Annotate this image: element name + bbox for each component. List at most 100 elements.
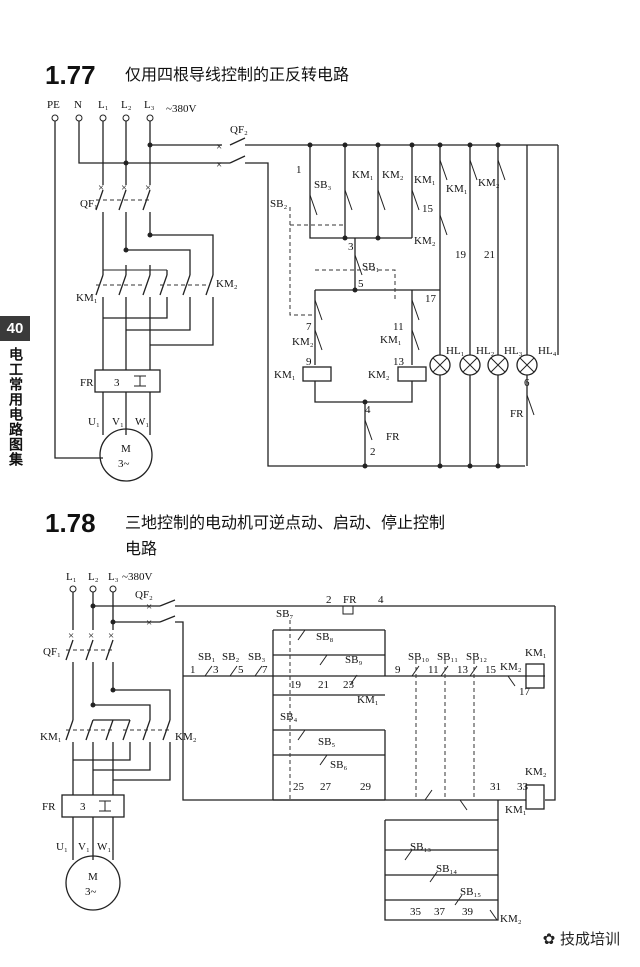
label-sb3: SB₃ xyxy=(314,179,331,191)
node-4-178: 4 xyxy=(378,594,384,606)
page-side-tab: 40 电工常用电路图集 xyxy=(0,316,30,467)
label-fr-main: FR xyxy=(80,377,94,389)
svg-text:×: × xyxy=(108,630,114,642)
label-l2: L₂ xyxy=(121,99,132,111)
label-sb2-178: SB₂ xyxy=(222,651,239,663)
node-21-178: 21 xyxy=(318,679,329,691)
coil-km2-178 xyxy=(525,784,545,810)
svg-text:×: × xyxy=(216,159,222,171)
label-v1-178: V₁ xyxy=(78,841,90,853)
label-sb13-178: SB₁₃ xyxy=(410,841,431,853)
label-l2-178: L₂ xyxy=(88,571,99,583)
motor-label-178: M xyxy=(88,871,98,883)
node-11-178: 11 xyxy=(428,664,439,676)
node-3: 3 xyxy=(348,241,354,253)
section-177-title: 仅用四根导线控制的正反转电路 xyxy=(125,65,349,84)
label-sb3-178: SB₃ xyxy=(248,651,265,663)
node-23-178: 23 xyxy=(343,679,355,691)
label-sb7-178: SB₇ xyxy=(276,608,293,620)
label-fr-ctrl-178: FR xyxy=(343,594,357,606)
label-fr-ctrl: FR xyxy=(386,431,400,443)
label-km1-main: KM₁ xyxy=(76,292,98,304)
coil-km1-178 xyxy=(525,663,545,689)
label-km2-main: KM₂ xyxy=(216,278,238,290)
node-31-178: 31 xyxy=(490,781,501,793)
svg-text:×: × xyxy=(121,182,127,194)
label-sb10-178: SB₁₀ xyxy=(408,651,429,663)
label-km1-hl: KM₁ xyxy=(414,174,436,186)
node-19: 19 xyxy=(455,249,467,261)
label-km1-coil: KM₁ xyxy=(274,369,296,381)
circuit-177-control: QF₂ ×× 1 SB₃ SB₂ KM₁ KM₂ 3 SB₁ 5 7 11 KM… xyxy=(216,124,559,469)
node-9-178: 9 xyxy=(395,664,401,676)
node-5: 5 xyxy=(358,278,364,290)
label-l1: L₁ xyxy=(98,99,109,111)
node-9: 9 xyxy=(306,356,312,368)
label-sb12-178: SB₁₂ xyxy=(466,651,487,663)
label-km1-hl2: KM₁ xyxy=(446,183,468,195)
coil-km2 xyxy=(397,366,427,382)
section-178-title-line2: 电路 xyxy=(125,539,157,558)
label-v1: V₁ xyxy=(112,416,124,428)
label-l1-178: L₁ xyxy=(66,571,77,583)
section-178-number: 1.78 xyxy=(45,508,96,538)
label-fr-hl: FR xyxy=(510,408,524,420)
coil-km1 xyxy=(302,366,332,382)
node-37-178: 37 xyxy=(434,906,446,918)
page-number: 40 xyxy=(0,316,30,341)
node-13-178: 13 xyxy=(457,664,469,676)
motor-type-178: 3~ xyxy=(85,886,97,898)
label-w1: W₁ xyxy=(135,416,149,428)
node-7-178: 7 xyxy=(262,664,268,676)
label-km2-coil-178: KM₂ xyxy=(525,766,547,778)
label-hl4: HL₄ xyxy=(538,345,557,357)
label-w1-178: W₁ xyxy=(97,841,111,853)
label-sb11-178: SB₁₁ xyxy=(437,651,458,663)
svg-text:×: × xyxy=(88,630,94,642)
motor-178 xyxy=(65,855,121,911)
label-hl3: HL₃ xyxy=(504,345,523,357)
label-km1-coil-178: KM₁ xyxy=(525,647,547,659)
node-19-178: 19 xyxy=(290,679,302,691)
label-fr-178: FR xyxy=(42,801,56,813)
node-4: 4 xyxy=(365,404,371,416)
label-qf2: QF₂ xyxy=(230,124,248,136)
label-pe: PE xyxy=(47,99,60,111)
wechat-icon: ✿ xyxy=(542,930,560,948)
node-1: 1 xyxy=(296,164,302,176)
label-sb5-178: SB₅ xyxy=(318,736,335,748)
label-n: N xyxy=(74,99,82,111)
node-27-178: 27 xyxy=(320,781,332,793)
node-17-178: 17 xyxy=(519,686,531,698)
label-km2-178: KM₂ xyxy=(175,731,197,743)
node-11: 11 xyxy=(393,321,404,333)
label-sb15-178: SB₁₅ xyxy=(460,886,481,898)
svg-text:×: × xyxy=(68,630,74,642)
node-1-178: 1 xyxy=(190,664,196,676)
label-sb14-178: SB₁₄ xyxy=(436,863,457,875)
side-title: 电工常用电路图集 xyxy=(7,347,23,467)
fr-number-178: 3 xyxy=(80,801,86,813)
label-km1-178: KM₁ xyxy=(40,731,62,743)
label-km1-interlock-178: KM₁ xyxy=(505,804,527,816)
node-17: 17 xyxy=(425,293,437,305)
label-sb4-178: SB₄ xyxy=(280,711,297,723)
motor-type: 3~ xyxy=(118,458,130,470)
label-l3: L₃ xyxy=(144,99,155,111)
label-km2-aux2: KM₂ xyxy=(292,336,314,348)
fr-number: 3 xyxy=(114,377,120,389)
node-3-178: 3 xyxy=(213,664,219,676)
node-21: 21 xyxy=(484,249,495,261)
label-sb8-178: SB₈ xyxy=(316,631,333,643)
label-sb2: SB₂ xyxy=(270,198,287,210)
node-6: 6 xyxy=(524,377,530,389)
label-voltage: ~380V xyxy=(166,103,196,115)
circuit-177-main: PE N L₁ L₂ L₃ ~380V ××× QF₁ KM₁ KM₂ FR 3… xyxy=(47,99,238,482)
label-u1-178: U₁ xyxy=(56,841,68,853)
section-177-number: 1.77 xyxy=(45,60,96,90)
node-25-178: 25 xyxy=(293,781,305,793)
label-qf1-178: QF₁ xyxy=(43,646,61,658)
node-15: 15 xyxy=(422,203,434,215)
node-35-178: 35 xyxy=(410,906,422,918)
